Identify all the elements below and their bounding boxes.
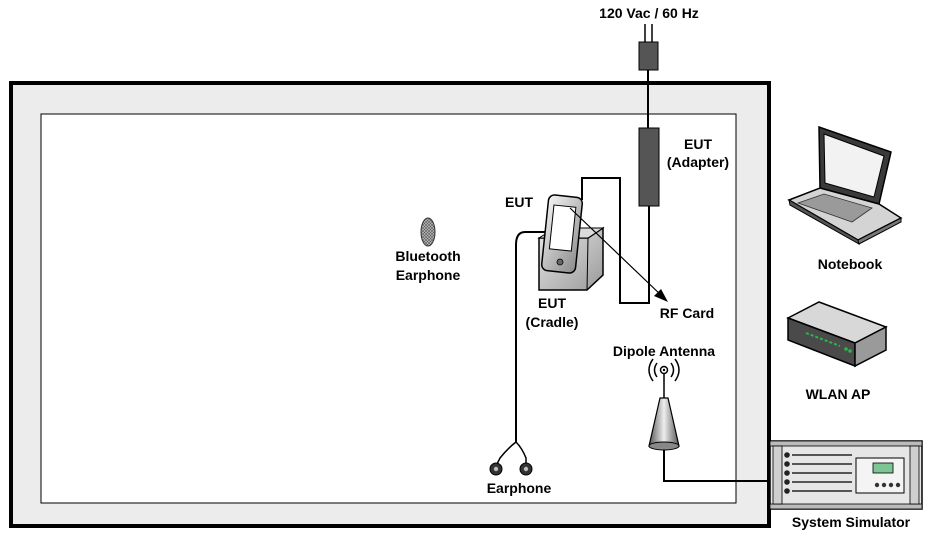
adapter-label-line2: (Adapter) [667,154,729,170]
rf-card-label: RF Card [660,305,714,321]
dipole-antenna-label: Dipole Antenna [613,343,715,359]
earphone-label: Earphone [487,480,552,496]
system-simulator-label: System Simulator [792,514,911,530]
bluetooth-label-line1: Bluetooth [395,248,460,264]
notebook-icon [789,127,901,244]
eut-phone-icon [541,194,583,273]
adapter-icon [639,128,659,206]
adapter-label-line1: EUT [684,136,712,152]
cradle-label-line1: EUT [538,295,566,311]
system-simulator-icon [770,441,922,509]
power-label: 120 Vac / 60 Hz [599,5,699,21]
cradle-label-line2: (Cradle) [526,314,579,330]
power-plug [639,24,658,70]
bluetooth-earphone-icon [421,218,435,246]
eut-label: EUT [505,194,533,210]
bluetooth-label-line2: Earphone [396,267,461,283]
notebook-label: Notebook [818,256,883,272]
wlan-ap-icon [788,302,886,366]
wlan-ap-label: WLAN AP [806,386,871,402]
